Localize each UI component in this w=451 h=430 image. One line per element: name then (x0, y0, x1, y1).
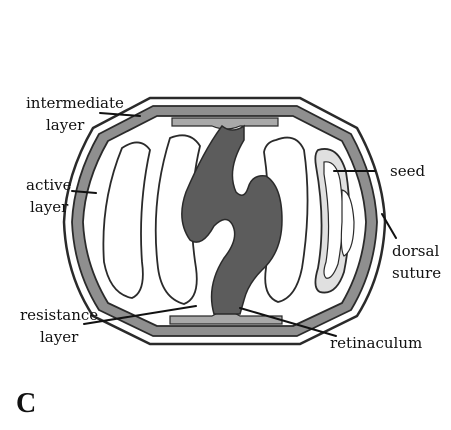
label-intermediate-layer-line2: layer (46, 116, 85, 134)
label-resistance-layer-line1: resistance (20, 306, 98, 324)
panel-letter: C (16, 388, 36, 419)
label-resistance-layer-line2: layer (40, 328, 79, 346)
label-dorsal-suture-line2: suture (392, 264, 441, 282)
label-intermediate-layer-line1: intermediate (26, 94, 124, 112)
label-dorsal-suture-line1: dorsal (392, 242, 439, 260)
label-retinaculum: retinaculum (330, 334, 422, 352)
label-seed: seed (390, 162, 425, 180)
label-active-layer-line1: active (26, 176, 72, 194)
label-active-layer-line2: layer (30, 198, 69, 216)
